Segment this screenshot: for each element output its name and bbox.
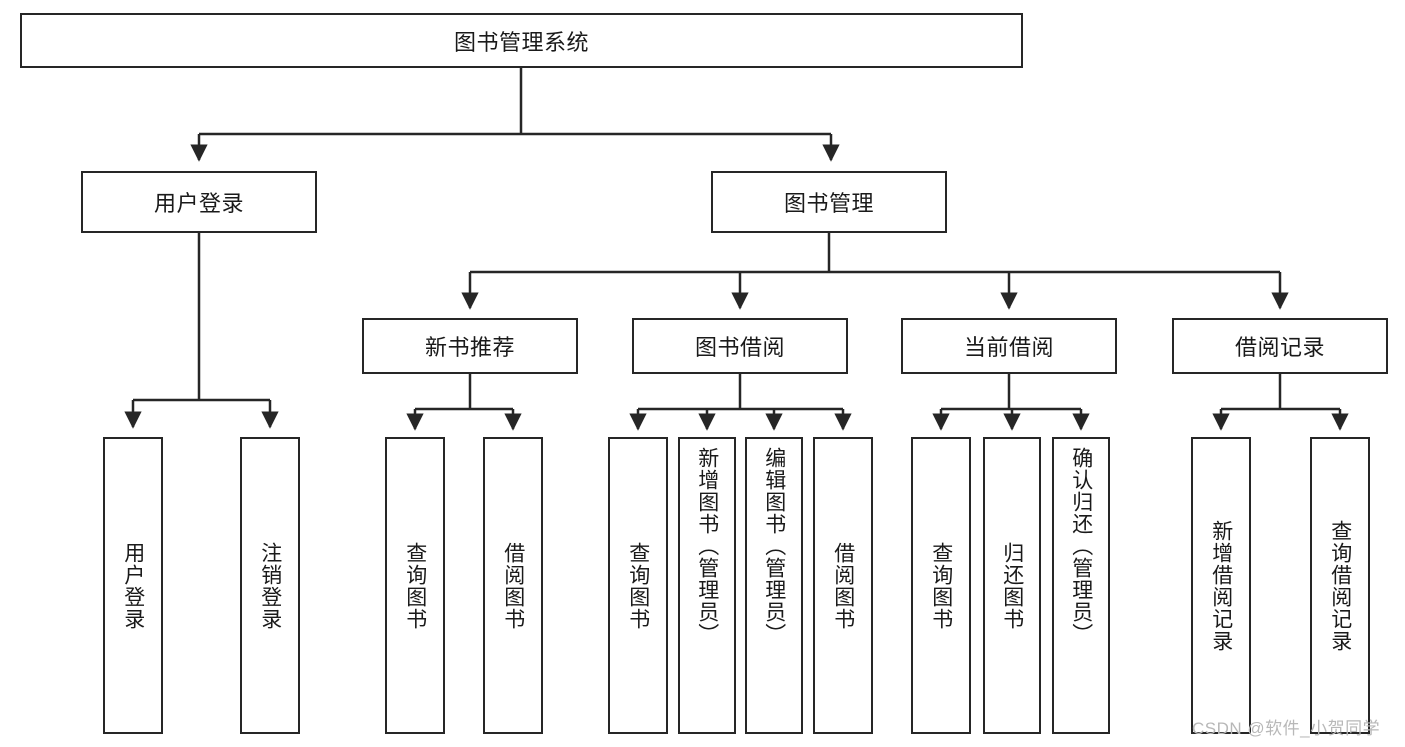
node-book-borrow[interactable]: 图书借阅	[632, 318, 848, 374]
leaf-query-book-recommend-label: 查询图书	[403, 541, 427, 630]
leaf-user-login[interactable]: 用户登录	[103, 437, 163, 734]
leaf-query-book-current-label: 查询图书	[929, 541, 953, 630]
leaf-query-book-borrow-label: 查询图书	[626, 541, 650, 630]
node-root-label: 图书管理系统	[453, 29, 589, 55]
leaf-borrow-book-borrow[interactable]: 借阅图书	[813, 437, 873, 734]
node-borrow-record[interactable]: 借阅记录	[1172, 318, 1388, 374]
leaf-borrow-book-borrow-label: 借阅图书	[831, 541, 855, 630]
leaf-edit-book-admin-label: 编辑图书（管理员）	[762, 447, 786, 645]
node-new-book-recommend-label: 新书推荐	[424, 335, 515, 360]
leaf-confirm-return-admin-label: 确认归还（管理员）	[1069, 447, 1093, 645]
leaf-query-book-recommend[interactable]: 查询图书	[385, 437, 445, 734]
leaf-edit-book-admin[interactable]: 编辑图书（管理员）	[745, 437, 803, 734]
leaf-add-book-admin-label: 新增图书（管理员）	[695, 447, 719, 645]
leaf-query-borrow-record[interactable]: 查询借阅记录	[1310, 437, 1370, 734]
node-new-book-recommend[interactable]: 新书推荐	[362, 318, 578, 374]
node-book-borrow-label: 图书借阅	[694, 335, 785, 360]
node-book-management[interactable]: 图书管理	[711, 171, 947, 233]
leaf-borrow-book-recommend[interactable]: 借阅图书	[483, 437, 543, 734]
node-current-borrow-label: 当前借阅	[963, 335, 1054, 360]
leaf-borrow-book-recommend-label: 借阅图书	[501, 541, 525, 630]
leaf-query-book-borrow[interactable]: 查询图书	[608, 437, 668, 734]
node-user-login-label: 用户登录	[153, 191, 244, 216]
node-borrow-record-label: 借阅记录	[1234, 335, 1325, 360]
leaf-query-book-current[interactable]: 查询图书	[911, 437, 971, 734]
node-user-login[interactable]: 用户登录	[81, 171, 317, 233]
node-book-management-label: 图书管理	[783, 191, 874, 216]
leaf-add-borrow-record[interactable]: 新增借阅记录	[1191, 437, 1251, 734]
leaf-logout-label: 注销登录	[258, 541, 282, 630]
leaf-user-login-label: 用户登录	[121, 541, 145, 630]
leaf-add-book-admin[interactable]: 新增图书（管理员）	[678, 437, 736, 734]
leaf-return-book[interactable]: 归还图书	[983, 437, 1041, 734]
node-current-borrow[interactable]: 当前借阅	[901, 318, 1117, 374]
csdn-watermark: CSDN @软件_小贺同学	[1192, 719, 1381, 738]
leaf-query-borrow-record-label: 查询借阅记录	[1328, 519, 1352, 652]
leaf-return-book-label: 归还图书	[1000, 541, 1024, 630]
leaf-add-borrow-record-label: 新增借阅记录	[1209, 519, 1233, 652]
node-root[interactable]: 图书管理系统	[20, 13, 1023, 68]
leaf-confirm-return-admin[interactable]: 确认归还（管理员）	[1052, 437, 1110, 734]
leaf-logout[interactable]: 注销登录	[240, 437, 300, 734]
